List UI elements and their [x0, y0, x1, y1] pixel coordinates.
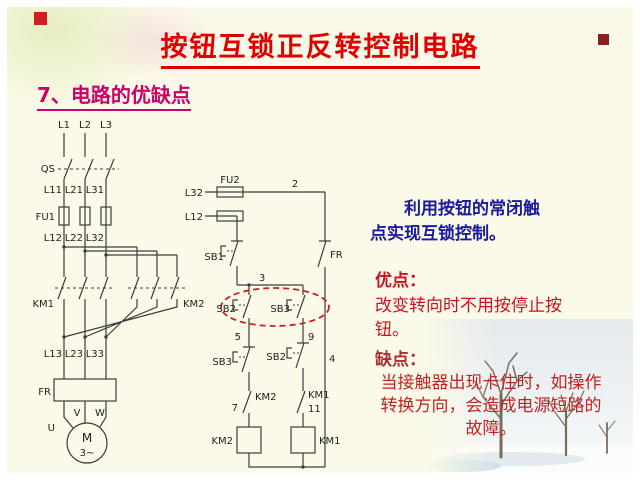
pros-label: 优点：: [375, 271, 426, 291]
km1-coil-symbol: [290, 426, 316, 454]
label-km2: KM2: [183, 299, 205, 310]
label-qs: QS: [41, 164, 55, 175]
junction-dots: [62, 245, 108, 339]
label-fu2: FU2: [220, 175, 239, 186]
winter-scene-image: [421, 319, 633, 473]
control-labels: FU2 L32 L12 2 SB1 FR 3 SB2 SB3 5 9 SB3 S…: [185, 175, 343, 447]
label-sb2-no: SB2: [216, 304, 236, 315]
label-node-11: 11: [308, 404, 321, 415]
km2-aux-contact-symbol: [242, 390, 252, 427]
cons-text: 当接触器出现卡住时，如操作转换方向，会造成电源短路的故障。: [380, 373, 602, 439]
sb2-interlock-contact-symbol: [286, 342, 309, 391]
label-l32: L32: [86, 233, 104, 244]
sb1-stop-button-symbol: [220, 240, 243, 285]
slide-title: 按钮互锁正反转控制电路: [160, 25, 480, 69]
label-w: W: [95, 408, 105, 419]
qs-switch-symbol: [58, 158, 119, 180]
fu1-fuse-symbols: [58, 206, 112, 226]
label-km2-aux: KM2: [255, 392, 277, 403]
label-sb3-nc: SB3: [212, 357, 232, 368]
interlock-highlight-ellipse: [220, 287, 330, 327]
label-l11: L11: [44, 185, 62, 196]
sb3-start-button-symbol: [286, 294, 306, 343]
red-square-decoration: [34, 12, 47, 25]
label-km1-aux: KM1: [308, 390, 330, 401]
fu2-fuse-top: [216, 186, 244, 198]
sb2-start-button-symbol: [232, 294, 252, 347]
phase-crossover-wires: [63, 299, 178, 338]
circuit-diagram: L1 L2 L3 QS L11 L21 L31 FU1 L12 L22 L32 …: [32, 120, 343, 469]
label-node-4: 4: [329, 354, 335, 365]
km2-coil-symbol: [236, 426, 262, 454]
label-node-2: 2: [292, 179, 298, 190]
km1-aux-contact-symbol: [296, 390, 306, 427]
thermal-relay-box: [53, 378, 117, 402]
control-circuit: [205, 186, 331, 469]
label-l33: L33: [86, 349, 104, 360]
label-l21: L21: [65, 185, 83, 196]
label-c-l32: L32: [185, 188, 203, 199]
cons-label: 缺点：: [375, 350, 426, 370]
label-l3: L3: [100, 120, 112, 131]
sb3-interlock-contact-symbol: [232, 346, 255, 391]
label-fu1: FU1: [36, 212, 55, 223]
km2-main-contacts: [128, 276, 185, 300]
label-l2: L2: [79, 120, 91, 131]
label-node-7: 7: [232, 403, 238, 414]
label-sb2-nc: SB2: [266, 352, 286, 363]
section-heading: 7、电路的优缺点: [37, 79, 191, 111]
label-node-9: 9: [308, 332, 314, 343]
label-km1-coil: KM1: [319, 436, 341, 447]
label-km1: KM1: [32, 299, 54, 310]
label-motor-3ph: 3~: [80, 448, 95, 459]
motor-symbol: [66, 422, 108, 464]
label-sb1: SB1: [204, 252, 224, 263]
label-l13: L13: [44, 349, 62, 360]
label-km2-coil: KM2: [211, 436, 233, 447]
dark-red-square-decoration: [598, 34, 609, 45]
power-circuit: [53, 133, 185, 464]
label-l23: L23: [65, 349, 83, 360]
km1-main-contacts: [55, 276, 113, 300]
label-l22: L22: [65, 233, 83, 244]
note-intro: 利用按钮的常闭触点实现互锁控制。: [370, 199, 540, 244]
fu2-fuse-bottom: [216, 210, 244, 222]
label-u: U: [48, 423, 55, 434]
power-labels: L1 L2 L3 QS L11 L21 L31 FU1 L12 L22 L32 …: [32, 120, 204, 459]
label-c-l12: L12: [185, 212, 203, 223]
label-node-5: 5: [235, 332, 241, 343]
label-node-3: 3: [259, 273, 265, 284]
label-l31: L31: [86, 185, 104, 196]
label-sb3-no: SB3: [270, 304, 290, 315]
label-l1: L1: [58, 120, 70, 131]
label-c-fr: FR: [330, 250, 343, 261]
label-l12: L12: [44, 233, 62, 244]
label-motor-m: M: [82, 431, 92, 445]
pros-text: 改变转向时不用按停止按 钮。: [375, 296, 562, 340]
label-v: V: [74, 408, 81, 419]
label-fr: FR: [38, 387, 51, 398]
